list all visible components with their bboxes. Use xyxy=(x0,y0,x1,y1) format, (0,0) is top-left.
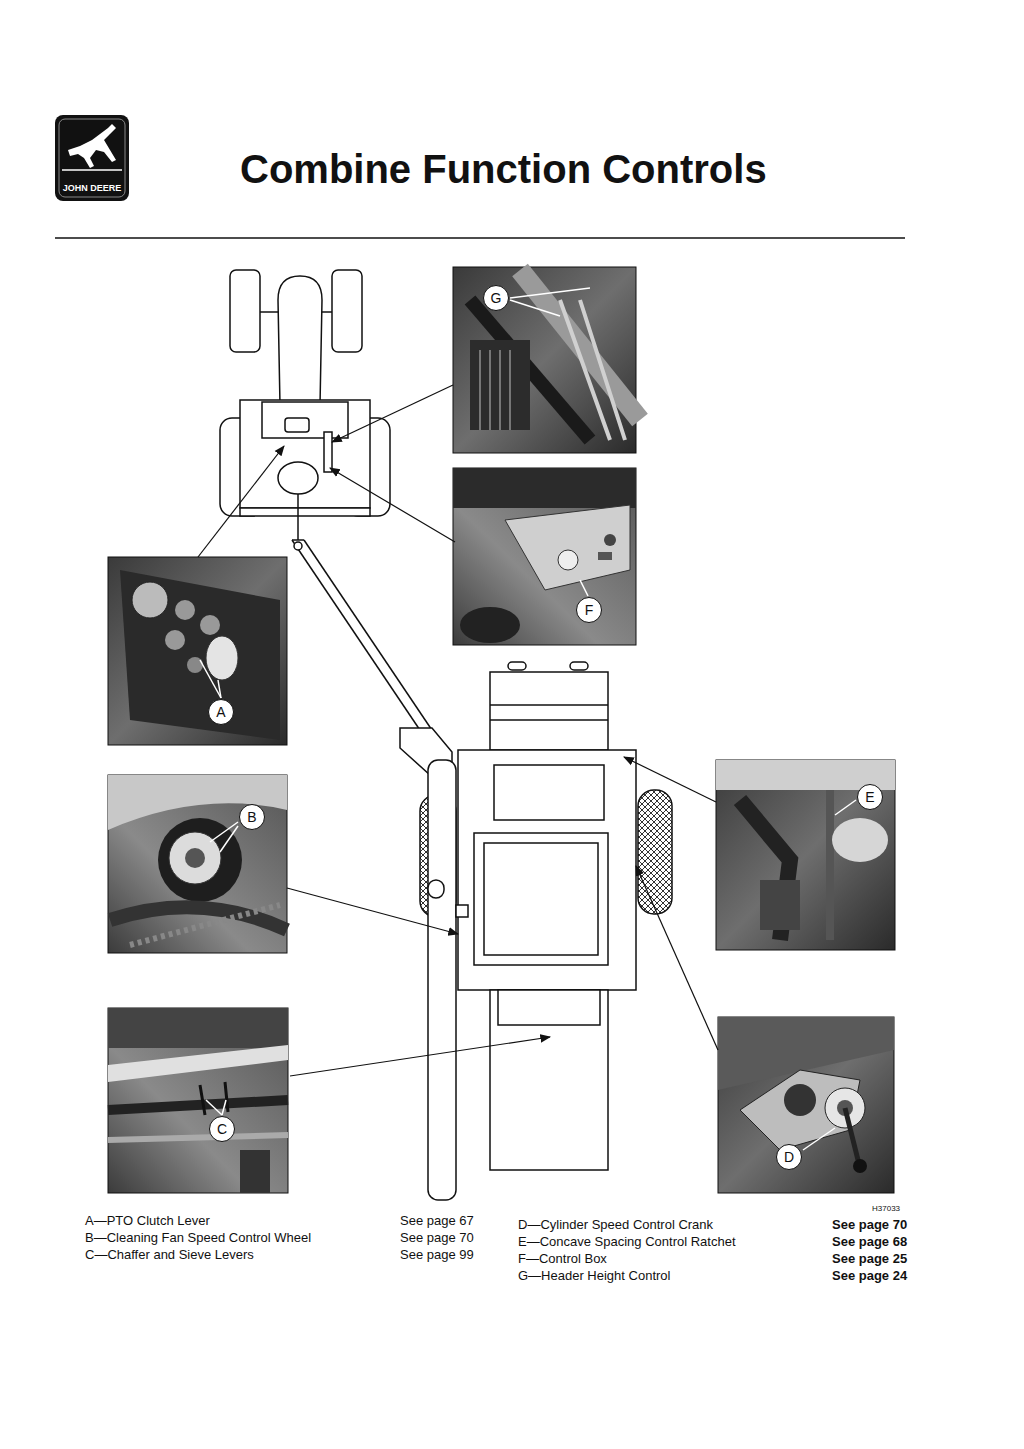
callout-letter: F xyxy=(585,603,594,617)
legend-text: E—Concave Spacing Control Ratchet xyxy=(518,1235,736,1250)
legend-text: See page 24 xyxy=(832,1269,907,1284)
callout-letter: E xyxy=(865,790,874,804)
callout-letter: C xyxy=(217,1122,227,1136)
legend-text: B—Cleaning Fan Speed Control Wheel xyxy=(85,1231,311,1246)
callout-circle: C xyxy=(209,1116,235,1142)
page-title: Combine Function Controls xyxy=(240,146,767,192)
legend-text: See page 70 xyxy=(832,1218,907,1233)
legend-text: See page 25 xyxy=(832,1252,907,1267)
title-rule xyxy=(55,237,905,239)
photo-panels xyxy=(108,267,895,1193)
legend-text: See page 68 xyxy=(832,1235,907,1250)
callout-circle: D xyxy=(776,1144,802,1170)
callout-circle: G xyxy=(483,285,509,311)
callout-letter: A xyxy=(216,705,225,719)
figure-code: H37033 xyxy=(872,1204,900,1213)
legend-text: G—Header Height Control xyxy=(518,1269,670,1284)
hitch-tongue xyxy=(292,540,452,775)
callout-letter: G xyxy=(491,291,502,305)
callout-letter: B xyxy=(247,810,256,824)
callout-circle: B xyxy=(239,804,265,830)
logo-text: JOHN DEERE xyxy=(63,183,122,193)
callout-letter: D xyxy=(784,1150,794,1164)
legend-text: See page 99 xyxy=(400,1248,474,1263)
combine-outline xyxy=(420,662,672,1200)
tractor-outline xyxy=(220,270,390,540)
callout-circle: A xyxy=(208,699,234,725)
legend-text: See page 70 xyxy=(400,1231,474,1246)
legend-text: See page 67 xyxy=(400,1214,474,1229)
legend-text: A—PTO Clutch Lever xyxy=(85,1214,210,1229)
john-deere-logo xyxy=(55,115,129,201)
legend-text: D—Cylinder Speed Control Crank xyxy=(518,1218,713,1233)
legend-text: F—Control Box xyxy=(518,1252,607,1267)
legend-text: C—Chaffer and Sieve Levers xyxy=(85,1248,254,1263)
callout-circle: E xyxy=(857,784,883,810)
callout-circle: F xyxy=(576,597,602,623)
pointer-arrows xyxy=(198,385,718,1076)
